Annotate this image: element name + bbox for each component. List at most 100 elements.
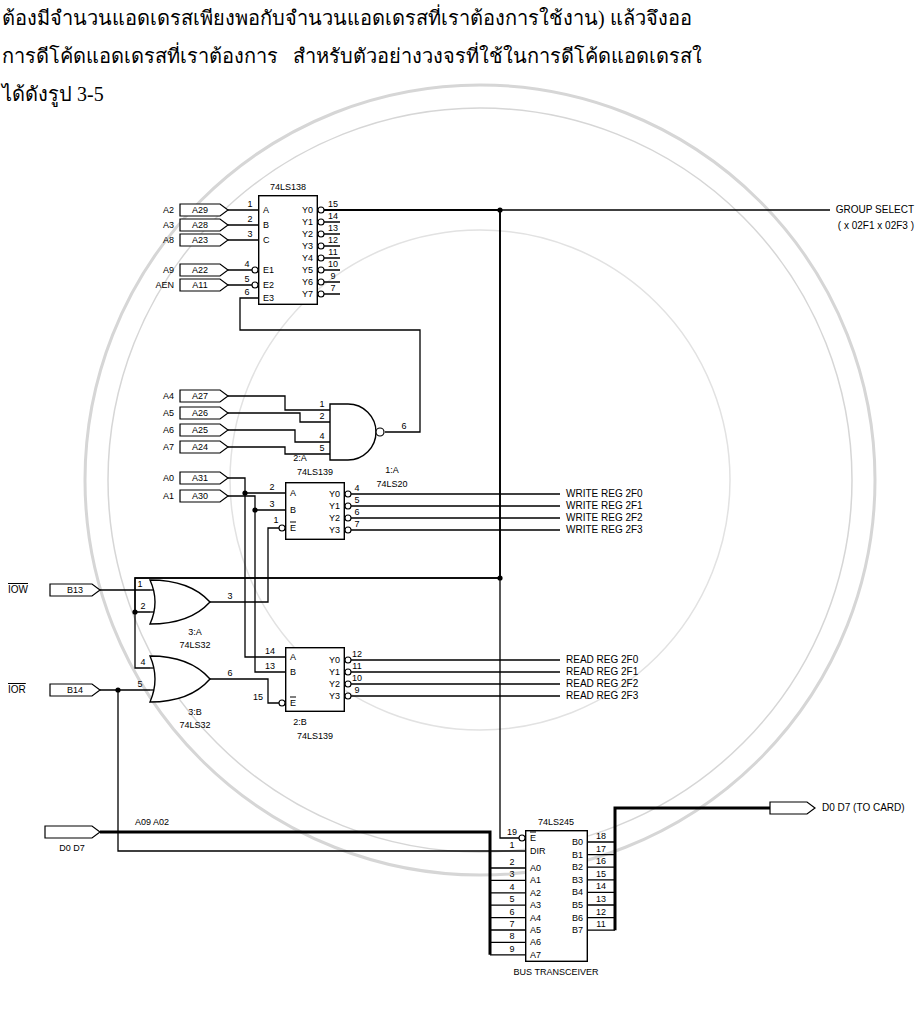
pin-number: 9 <box>354 686 359 695</box>
pin-name: B <box>263 221 269 230</box>
inversion-bubble <box>345 491 351 497</box>
pin-number: 11 <box>596 920 605 929</box>
seal-ring <box>108 108 852 852</box>
signal-name: A0 <box>163 474 174 483</box>
inversion-bubble <box>318 207 324 213</box>
pin-name: 74LS32 <box>179 641 210 650</box>
pin-number: 17 <box>596 844 606 853</box>
pin-connector-label: A11 <box>192 281 207 290</box>
pin-number: 6 <box>244 288 249 297</box>
pin-connector-label: A26 <box>192 409 208 418</box>
gate-body <box>150 656 210 702</box>
pin-number: 5 <box>509 895 514 904</box>
shape-outline <box>150 656 210 702</box>
signal-name: A5 <box>163 409 174 418</box>
pin-number: 13 <box>328 224 338 233</box>
signal-name: READ REG 2F2 <box>566 679 638 689</box>
pin-number: 14 <box>596 882 606 891</box>
pin-name: DIR <box>530 847 546 856</box>
chip-label: 74LS245 <box>538 818 574 827</box>
pin-number: 1 <box>273 516 278 525</box>
pin-number: 2 <box>140 602 145 611</box>
pin-name: B4 <box>572 888 583 897</box>
input-stub <box>150 589 154 590</box>
pin-number: 12 <box>352 650 362 659</box>
signal-name: A6 <box>163 426 174 435</box>
inversion-bubble <box>345 693 351 699</box>
signal-wire <box>588 842 615 930</box>
pin-connector <box>180 472 228 484</box>
pin-number: 2 <box>247 215 252 224</box>
pin-name: 74LS32 <box>179 721 210 730</box>
pin-connector-label: A25 <box>192 426 208 435</box>
pin-number: 14 <box>265 647 275 656</box>
input-stub <box>150 611 154 612</box>
inversion-bubble <box>318 219 324 225</box>
signal-wire <box>100 590 525 851</box>
pin-number: 7 <box>509 920 514 929</box>
pin-number: 3 <box>269 500 274 509</box>
pin-number: 11 <box>352 662 361 671</box>
pin-name: A6 <box>530 938 541 947</box>
ic-chip: 74LS138ABCE1E2E3Y0Y1Y2Y3Y4Y5Y6Y7 <box>258 195 318 305</box>
pin-name: Y1 <box>329 502 340 511</box>
signal-name: WRITE REG 2F1 <box>566 501 643 511</box>
pin-connector-label: A30 <box>192 492 208 501</box>
pin-name: B5 <box>572 901 583 910</box>
pin-number: 2 <box>269 483 274 492</box>
pin-name: B3 <box>572 875 583 884</box>
signal-name: A9 <box>163 266 174 275</box>
body-text: ได้ดังรูป 3-5 <box>2 84 104 104</box>
pin-number: 15 <box>596 869 606 878</box>
pin-connector-label: A24 <box>192 443 208 452</box>
pin-number: 10 <box>328 260 338 269</box>
inversion-bubble <box>345 503 351 509</box>
pin-number: 4 <box>354 484 359 493</box>
pin-name: A <box>290 489 296 498</box>
pin-number: 2 <box>319 412 324 421</box>
wires <box>100 210 830 955</box>
pin-name: Y3 <box>329 526 340 535</box>
pin-name: Y3 <box>329 692 340 701</box>
signal-wire <box>490 868 525 955</box>
pin-name: B7 <box>572 926 583 935</box>
junction-dot <box>115 687 120 692</box>
inversion-bubble <box>345 515 351 521</box>
gate-body <box>150 580 210 624</box>
chip-label: 2:A <box>293 454 307 463</box>
signal-wire <box>135 210 500 612</box>
inversion-bubble <box>279 525 285 531</box>
pin-name: Y0 <box>329 656 340 665</box>
inversion-bubble <box>318 255 324 261</box>
watermark-seal <box>85 85 875 875</box>
pin-name: B0 <box>572 838 583 847</box>
signal-name: IOR <box>8 685 26 695</box>
pin-name: A2 <box>530 888 541 897</box>
bus-name: D0 D7 <box>59 844 85 853</box>
input-stub <box>150 689 154 690</box>
chip-body <box>259 196 318 305</box>
pin-name: E1 <box>263 266 274 275</box>
pin-number: 16 <box>596 857 606 866</box>
inversion-bubble <box>318 231 324 237</box>
address-note: ( x 02F1 x 02F3 ) <box>838 221 914 231</box>
pin-number: 7 <box>354 520 359 529</box>
seal-ring <box>85 85 875 875</box>
signal-wire <box>210 528 285 602</box>
connectors <box>45 204 815 838</box>
inversion-bubble <box>345 527 351 533</box>
pin-name: B1 <box>572 850 583 859</box>
signal-wire <box>324 222 340 294</box>
pin-name: Y4 <box>302 254 313 263</box>
pin-name: Y2 <box>329 680 340 689</box>
inversion-bubble <box>318 291 324 297</box>
ic-chip: ABEY0Y1Y2Y32:B74LS139 <box>285 647 345 712</box>
pin-name: A <box>263 206 269 215</box>
signal-name: A1 <box>163 492 174 501</box>
signal-name: A3 <box>163 221 174 230</box>
signal-wire <box>351 660 560 696</box>
signal-wire <box>228 478 285 672</box>
signal-name: WRITE REG 2F3 <box>566 525 643 535</box>
or-gate: 3:A74LS32 <box>150 580 210 624</box>
pin-number: 6 <box>354 508 359 517</box>
